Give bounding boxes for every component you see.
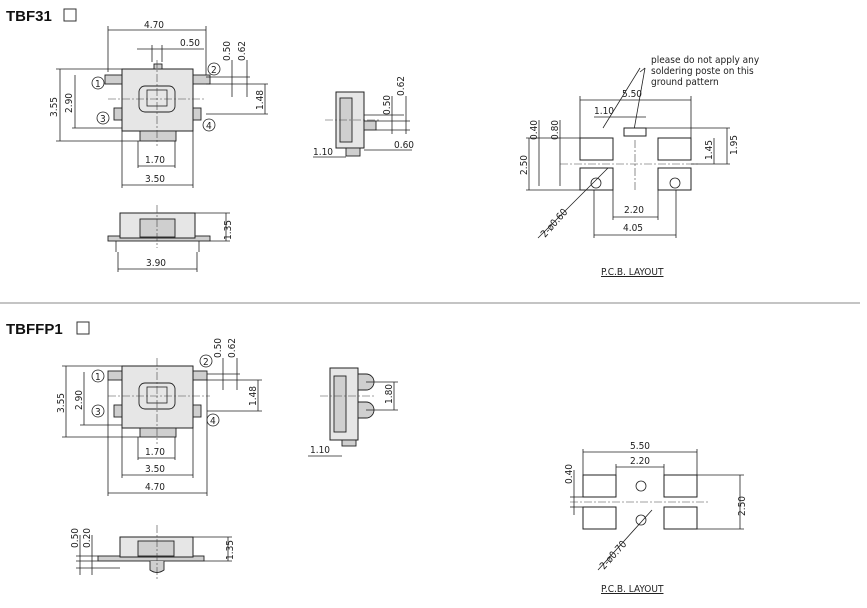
dim-label: 0.50	[213, 338, 224, 358]
top-view: 3.55 2.90 0.50 0.62 1.48 1 2 3 4 1.70 3.…	[56, 338, 262, 496]
dim-label: 1.10	[310, 445, 330, 456]
dim-label: 2.90	[74, 390, 85, 410]
dim-label: 5.50	[622, 89, 642, 100]
dim-label: 1.35	[225, 540, 236, 560]
pin-label: 2	[203, 357, 209, 368]
variant-box	[63, 8, 77, 22]
side-view: 0.50 0.62 1.10 0.60	[313, 76, 414, 158]
note-line: please do not apply any	[651, 55, 760, 66]
dim-label: 1.95	[729, 135, 740, 155]
section-title: TBF31	[6, 8, 52, 25]
dim-label: 1.70	[145, 447, 165, 458]
pcb-layout: please do not apply any soldering poste …	[519, 55, 760, 278]
dim-label: 3.55	[49, 97, 60, 117]
section-tbffp1: TBFFP1 3.55 2.90 0.50 0.62 1.48 1 2 3 4	[6, 321, 748, 595]
pin-label: 4	[206, 121, 212, 132]
dim-label: 0.50	[382, 95, 393, 115]
dim-label: 5.50	[630, 441, 650, 452]
dim-label: 0.40	[529, 120, 540, 140]
dim-label: 0.62	[396, 76, 407, 96]
variant-box	[76, 321, 90, 335]
dim-label: 2.20	[630, 456, 650, 467]
pin-label: 3	[95, 407, 101, 418]
hole-label: 2-ø0.60	[539, 207, 570, 240]
dim-label: 1.48	[248, 386, 259, 406]
pcb-caption: P.C.B. LAYOUT	[601, 267, 664, 278]
dim-label: 0.80	[550, 120, 561, 140]
front-view: 1.35 0.50 0.20	[70, 525, 236, 580]
dim-label: 0.20	[82, 528, 93, 548]
hole-label: 2-ø0.70	[598, 539, 629, 572]
dim-label: 4.70	[144, 20, 164, 31]
dim-label: 3.55	[56, 393, 67, 413]
section-title: TBFFP1	[6, 321, 63, 338]
dim-label: 0.50	[70, 528, 81, 548]
dim-label: 1.10	[313, 147, 333, 158]
dim-label: 3.50	[145, 174, 165, 185]
dim-label: 1.80	[384, 384, 395, 404]
dim-label: 2.20	[624, 205, 644, 216]
dim-label: 0.50	[222, 41, 233, 61]
dim-label: 4.70	[145, 482, 165, 493]
dim-label: 2.50	[737, 496, 748, 516]
note-line: ground pattern	[651, 77, 719, 88]
dim-label: 0.50	[180, 38, 200, 49]
note-line: soldering poste on this	[651, 66, 754, 77]
dim-label: 1.48	[255, 90, 266, 110]
top-view: 4.70 0.50 3.55 2.90 0.50 0.62 1.48 1 2	[49, 20, 268, 188]
pin-label: 2	[211, 65, 217, 76]
dim-label: 0.40	[564, 464, 575, 484]
dim-label: 2.90	[64, 93, 75, 113]
pcb-layout: 5.50 2.20 0.40 2.50 2-ø0.70 P.C.B. LAYOU…	[564, 441, 748, 595]
side-view: 1.80 1.10	[308, 367, 398, 457]
front-view: 1.35 3.90	[107, 205, 234, 272]
dim-label: 0.62	[227, 338, 238, 358]
pin-label: 4	[210, 416, 216, 427]
pin-label: 1	[95, 372, 101, 383]
dim-label: 1.45	[704, 140, 715, 160]
section-tbf31: TBF31 4.70 0.50 3.55 2.90 0.	[6, 8, 760, 278]
pin-label: 1	[95, 79, 101, 90]
dim-label: 0.60	[394, 140, 414, 151]
dim-label: 3.50	[145, 464, 165, 475]
pin-label: 3	[100, 114, 106, 125]
dim-label: 1.35	[223, 220, 234, 240]
dim-label: 4.05	[623, 223, 643, 234]
dim-label: 1.10	[594, 106, 614, 117]
dim-label: 2.50	[519, 155, 530, 175]
dim-label: 3.90	[146, 258, 166, 269]
pcb-caption: P.C.B. LAYOUT	[601, 584, 664, 595]
dim-label: 1.70	[145, 155, 165, 166]
dim-label: 0.62	[237, 41, 248, 61]
